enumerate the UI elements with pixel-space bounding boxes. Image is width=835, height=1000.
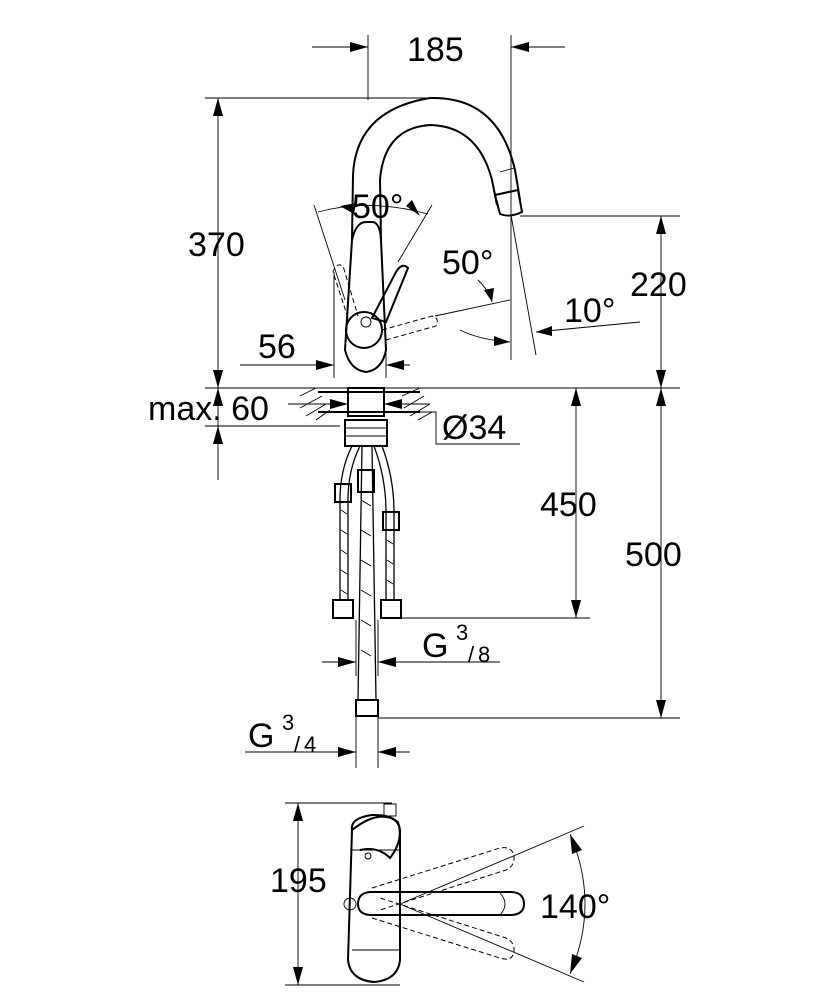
label-g34-slash: /: [294, 732, 301, 757]
label-220: 220: [630, 266, 687, 304]
faucet-top-view: [343, 803, 526, 984]
label-370: 370: [188, 226, 245, 264]
label-g34-prefix: G: [248, 717, 274, 755]
label-10: 10°: [564, 292, 615, 330]
dimension-lines: [205, 35, 680, 768]
dimension-labels: 185 370 50° 50° 220 10° 56 max. 60 Ø34 4…: [148, 31, 687, 926]
label-g38-prefix: G: [422, 627, 448, 665]
label-g34-num: 3: [282, 710, 294, 735]
label-50-side: 50°: [442, 244, 493, 282]
label-max-60: max. 60: [148, 390, 269, 428]
label-50-back: 50°: [352, 188, 403, 226]
label-500: 500: [625, 536, 682, 574]
label-g34-den: 4: [304, 732, 316, 757]
label-g38-num: 3: [456, 620, 468, 645]
supply-hoses: [332, 445, 402, 717]
top-view-dimensions: [285, 802, 586, 986]
label-g38-slash: /: [468, 642, 475, 667]
label-450: 450: [540, 486, 597, 524]
label-diameter-34: Ø34: [442, 409, 506, 447]
label-185: 185: [407, 31, 464, 69]
label-195: 195: [270, 862, 327, 900]
counter-slab-hatch: [299, 387, 433, 421]
label-140: 140°: [540, 888, 610, 926]
label-56: 56: [258, 328, 296, 366]
label-g38-den: 8: [478, 642, 490, 667]
